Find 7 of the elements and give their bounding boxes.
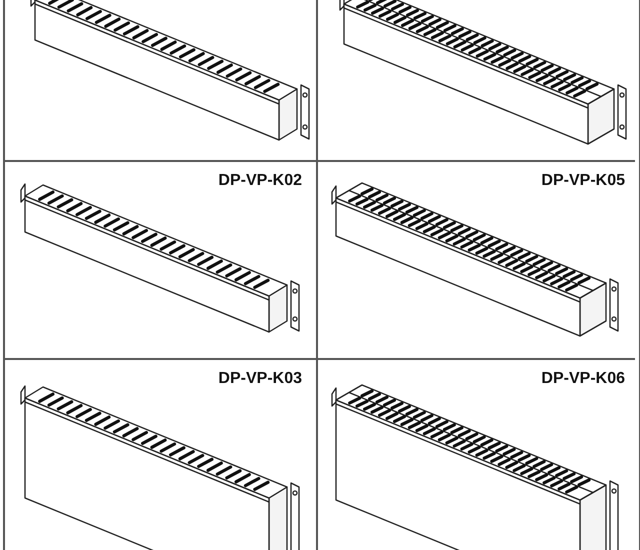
- model-label: DP-VP-K05: [541, 172, 625, 190]
- model-label: DP-VP-K02: [218, 172, 302, 190]
- product-panel: [5, 162, 318, 360]
- product-panel: [5, 0, 318, 162]
- model-label: DP-VP-K03: [218, 370, 302, 388]
- model-label: DP-VP-K06: [541, 370, 625, 388]
- product-panel: [318, 0, 635, 162]
